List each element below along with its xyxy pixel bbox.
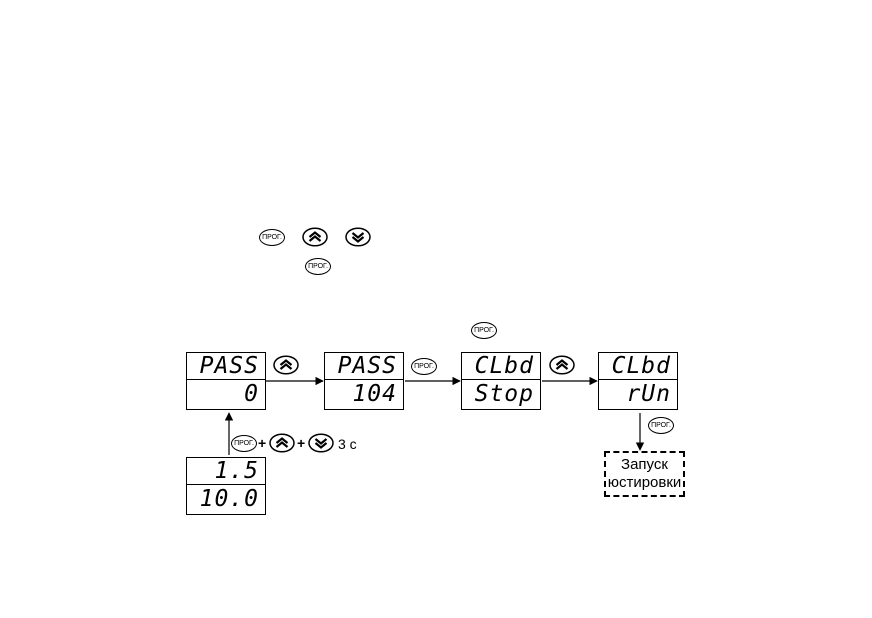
display-top-value: CLbd: [599, 353, 677, 380]
display-initial: 1.5 10.0: [186, 457, 266, 515]
up-arrow-button-icon: [269, 433, 295, 453]
result-line-2: юстировки: [607, 474, 682, 491]
down-arrow-button-icon: [308, 433, 334, 453]
prog-button-label: ПРОГ.: [414, 363, 434, 370]
display-bottom-value: 0: [244, 380, 259, 407]
prog-button-icon: ПРОГ.: [259, 229, 285, 246]
display-top-value: PASS: [325, 353, 403, 380]
up-arrow-button-icon: [549, 355, 575, 375]
display-bottom-value: rUn: [626, 380, 671, 407]
prog-button-label: ПРОГ.: [234, 440, 254, 447]
display-clbd-run: CLbd rUn: [598, 352, 678, 410]
display-bottom-value: 10.0: [199, 485, 259, 512]
prog-button-label: ПРОГ.: [474, 327, 494, 334]
display-clbd-stop: CLbd Stop: [461, 352, 541, 410]
plus-sign: +: [258, 435, 267, 451]
prog-button-label: ПРОГ.: [651, 422, 671, 429]
prog-button-icon: ПРОГ.: [648, 417, 674, 434]
display-top-value: CLbd: [462, 353, 540, 380]
display-bottom-value: Stop: [474, 380, 534, 407]
result-line-1: Запуск: [621, 456, 668, 473]
prog-button-icon: ПРОГ.: [231, 435, 257, 452]
prog-button-label: ПРОГ.: [308, 263, 328, 270]
display-top-value: 1.5: [187, 458, 265, 485]
prog-button-icon: ПРОГ.: [411, 358, 437, 375]
prog-button-icon: ПРОГ.: [471, 322, 497, 339]
plus-sign: +: [297, 435, 306, 451]
prog-button-icon: ПРОГ.: [305, 258, 331, 275]
display-pass-0: PASS 0: [186, 352, 266, 410]
down-arrow-button-icon: [345, 227, 371, 247]
display-pass-104: PASS 104: [324, 352, 404, 410]
up-arrow-button-icon: [302, 227, 328, 247]
up-arrow-button-icon: [273, 355, 299, 375]
calibration-start-box: Запуск юстировки: [604, 451, 685, 497]
display-top-value: PASS: [187, 353, 265, 380]
display-bottom-value: 104: [352, 380, 397, 407]
hold-duration-label: 3 с: [338, 436, 357, 452]
prog-button-label: ПРОГ.: [262, 234, 282, 241]
